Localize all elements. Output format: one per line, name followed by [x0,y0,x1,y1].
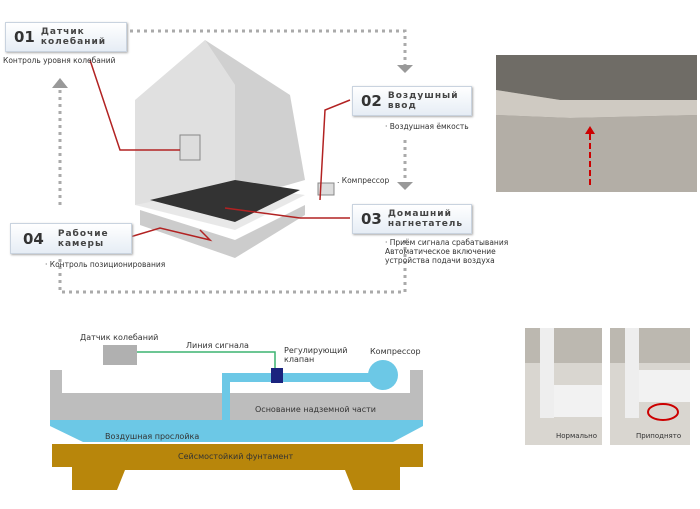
caption-line: · Приём сигнала срабатывания [385,238,509,247]
step-title: Воздушный [387,91,459,101]
step-01-caption: Контроль уровня колебаний [3,56,116,65]
step-04-caption: · Контроль позиционирования [45,260,166,269]
step-number: 03 [361,210,382,228]
compressor-note: . Компрессор [337,176,390,185]
red-leader-lines [89,59,351,242]
house-illustration [135,40,335,258]
step-title: Домашний [387,209,452,219]
step-title: камеры [57,238,105,249]
section-diagram [50,345,423,490]
caption-line: устройства подачи воздуха [385,256,495,265]
step-title: Датчик [40,27,85,37]
step-title: нагнетатель [387,219,464,229]
base-label: Основание надземной части [255,405,376,414]
step-title: Рабочие [57,228,109,239]
photo-normal-label: Нормально [556,432,598,440]
building-photo [496,55,697,192]
step-number: 02 [361,92,382,110]
compressor-label: Компрессор [370,347,421,356]
step-number: 01 [14,28,35,46]
step-03-caption: · Приём сигнала срабатывания Автоматичес… [385,238,508,265]
step-title: ввод [387,101,417,111]
comparison-photos [525,328,690,445]
caption-line: Автоматическое включение [385,247,496,256]
step-02-caption: · Воздушная ёмкость [385,122,469,131]
sensor-label: Датчик колебаний [80,333,159,342]
signal-line-label: Линия сигнала [186,341,249,350]
flow-arrows [52,65,413,190]
foundation-label: Сейсмостойкий фунтамент [178,452,294,461]
air-layer-label: Воздушная прослойка [105,432,200,441]
flow-loop [58,29,407,294]
photo-lifted-label: Приподнято [636,432,682,440]
step-title: колебаний [40,37,107,47]
step-number: 04 [23,229,44,248]
